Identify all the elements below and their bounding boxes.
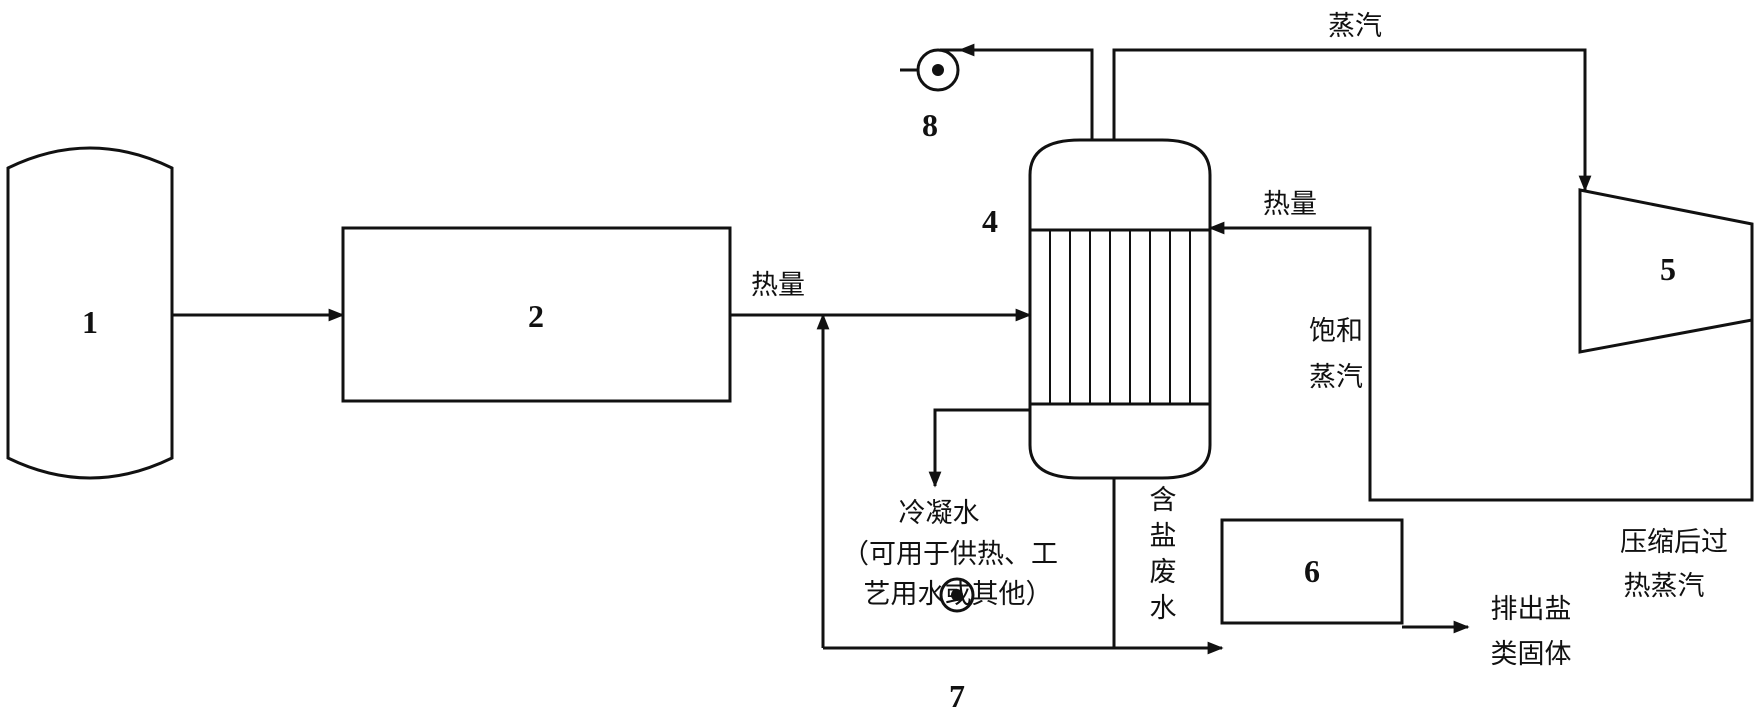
- brine-char-3: 废: [1150, 557, 1177, 588]
- stream-labels: 蒸汽 热量 热量 饱和 蒸汽 压缩后过 热蒸汽 冷凝水 （可用于供热、工 艺用水…: [751, 11, 1728, 670]
- brine-char-1: 含: [1150, 485, 1177, 516]
- unit-1-label: 1: [82, 304, 98, 340]
- condensate-line-1: 冷凝水: [899, 498, 980, 529]
- saturated-steam-line-1: 饱和: [1309, 316, 1363, 347]
- heat-left-label: 热量: [751, 270, 805, 301]
- brine-char-2: 盐: [1150, 521, 1177, 552]
- superheated-steam-line-1: 压缩后过: [1620, 527, 1728, 558]
- salt-discharge-line-2: 类固体: [1491, 639, 1572, 670]
- evaporator-tube-bundle: [1049, 230, 1191, 404]
- pump-8-label: 8: [922, 107, 938, 143]
- flow-lines: [172, 43, 1754, 655]
- pump-7: 7: [939, 577, 975, 714]
- salt-discharge-line-1: 排出盐: [1491, 594, 1572, 625]
- condensate-line-2: （可用于供热、工: [842, 539, 1058, 570]
- unit-5-compressor: 5: [1578, 188, 1754, 354]
- condensate-line-3: 艺用水或其他）: [864, 579, 1053, 610]
- unit-6-label: 6: [1304, 553, 1320, 589]
- unit-5-label: 5: [1660, 251, 1676, 287]
- heat-right-label: 热量: [1263, 189, 1317, 220]
- saturated-steam-line-2: 蒸汽: [1309, 362, 1363, 393]
- unit-6-box: 6: [1220, 518, 1404, 625]
- steam-top-label: 蒸汽: [1328, 11, 1382, 42]
- superheated-steam-line-2: 热蒸汽: [1624, 571, 1705, 602]
- pump-7-label: 7: [949, 678, 965, 714]
- unit-2-box: 2: [341, 226, 732, 403]
- unit-4-evaporator: 4: [982, 138, 1212, 480]
- unit-4-label: 4: [982, 203, 998, 239]
- pump-8: 8: [900, 48, 960, 143]
- unit-1-tank: 1: [6, 146, 174, 480]
- brine-char-4: 水: [1150, 593, 1177, 624]
- unit-2-label: 2: [528, 298, 544, 334]
